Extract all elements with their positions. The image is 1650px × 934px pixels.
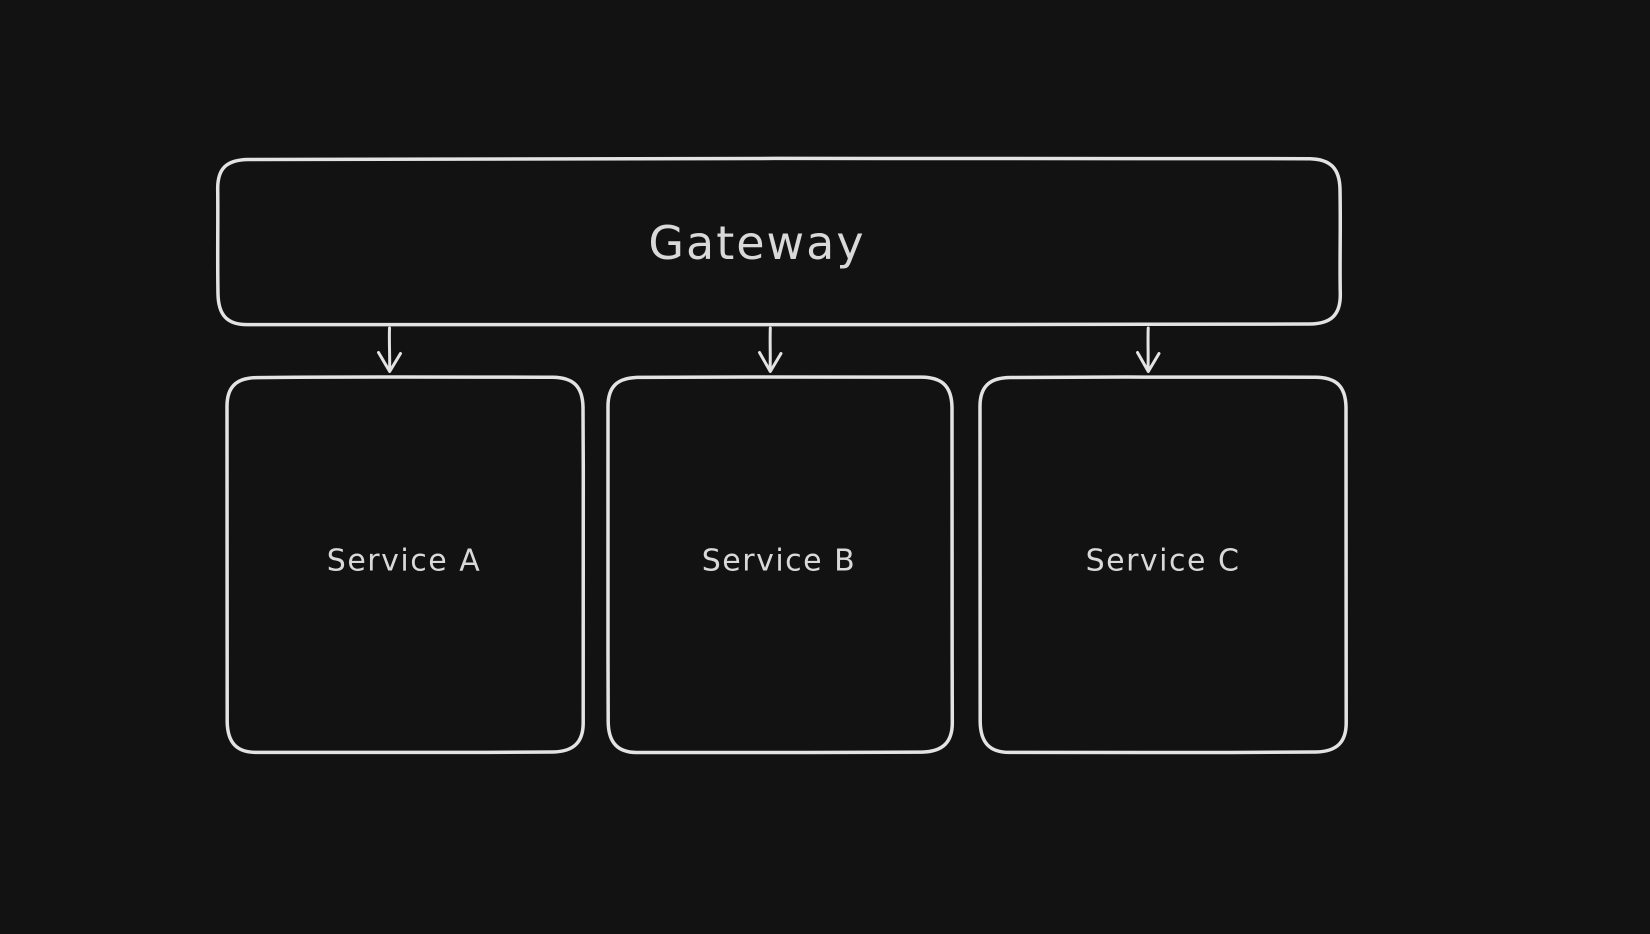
service-b-node-outline (606, 375, 955, 755)
service-b-node-label: Service B (701, 543, 857, 579)
gateway-node-label: Gateway (648, 216, 866, 270)
arrowhead-icon (1136, 351, 1161, 373)
arrow-gateway-to-service-c (1136, 326, 1161, 373)
arrow-gateway-to-service-a (377, 326, 402, 373)
gateway-node-outline (215, 156, 1343, 327)
service-a-node-label: Service A (326, 543, 482, 579)
arrow-gateway-to-service-b (758, 326, 783, 373)
arrowhead-icon (377, 351, 402, 373)
service-a-node-outline (225, 375, 586, 755)
service-c-node-label: Service C (1085, 543, 1241, 579)
service-c-node-outline (978, 375, 1349, 755)
arrowhead-icon (758, 351, 783, 373)
